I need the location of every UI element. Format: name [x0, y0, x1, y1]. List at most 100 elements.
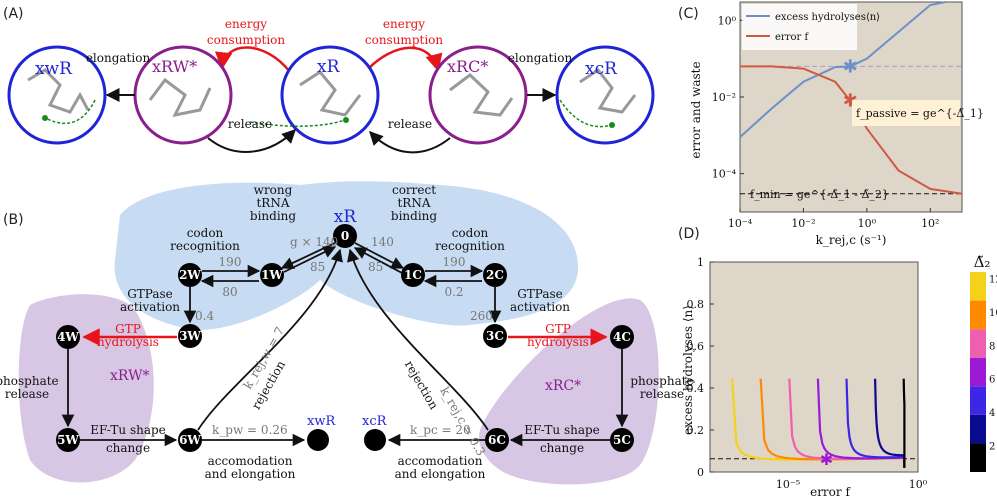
- phosphate-left-2: release: [5, 387, 49, 401]
- release-arrow-left: [207, 129, 296, 153]
- colorbar-segment: [970, 329, 986, 358]
- chart-c-xlabel: k_rej,c (s⁻¹): [816, 233, 887, 247]
- complex-c: xRC*: [545, 378, 581, 394]
- chart-c-ytick-label: 10⁰: [718, 14, 737, 27]
- node-1W: [260, 263, 284, 287]
- accom-left-1: accomodation: [208, 454, 293, 468]
- state-label-xwR: xwR: [35, 59, 73, 79]
- rejection-right: rejection: [402, 358, 441, 412]
- accom-right-1: accomodation: [398, 454, 483, 468]
- colorbar-tick: 10: [989, 308, 997, 319]
- chart-d-marker: ✱: [820, 450, 833, 469]
- energy-label-left-2: consumption: [207, 33, 286, 47]
- correct-3: binding: [391, 209, 437, 223]
- node-label-3C: 3C: [486, 329, 504, 343]
- elongation-label-left: elongation: [86, 51, 151, 65]
- panel-label-b: (B): [3, 212, 24, 228]
- chart-c-xtick-label: 10⁻²: [791, 217, 815, 230]
- energy-arrow-left: [215, 46, 291, 73]
- chart-d-xtick-label: 10⁻⁵: [776, 478, 800, 491]
- node-label-2W: 2W: [179, 268, 201, 282]
- chart-c-ytick-label: 10⁻⁴: [712, 168, 737, 181]
- node-label-4C: 4C: [613, 330, 631, 344]
- chart-d-ylabel: excess hydrolyses ⟨n⟩: [681, 305, 695, 435]
- energy-label-right-1: energy: [383, 17, 425, 31]
- phosphate-right-1: phosphate: [630, 374, 693, 388]
- product-label-c: xcR: [362, 414, 388, 429]
- ribosome-xRC: [428, 45, 528, 145]
- chart-c-series-0: [739, 1, 946, 138]
- shape-right-2: change: [540, 441, 584, 455]
- edge-group: [61, 242, 629, 447]
- purple-region-left: [18, 294, 154, 483]
- wrong-3: binding: [250, 209, 296, 223]
- chart-d-ytick-label: 0.8: [687, 298, 705, 311]
- chart-d-plotarea: [709, 261, 919, 473]
- node-6W: [178, 428, 202, 452]
- state-label-xcR: xcR: [585, 59, 618, 79]
- state-label-xRW: xRW*: [152, 57, 197, 76]
- panel-label-d: (D): [678, 226, 700, 242]
- node-0: [333, 224, 357, 248]
- energy-label-left-1: energy: [225, 17, 267, 31]
- chart-c-xtick-label: 10⁰: [858, 217, 877, 230]
- phosphate-left-1: phosphate: [0, 374, 59, 388]
- elongation-label-right: elongation: [508, 51, 573, 65]
- shape-right-1: EF-Tu shape: [524, 423, 600, 437]
- node-4C: [610, 325, 634, 349]
- node-label-0: 0: [341, 229, 349, 243]
- release-label-left: release: [228, 117, 272, 131]
- chart-d-series-6: [902, 378, 906, 468]
- colorbar-segment: [970, 300, 986, 330]
- chart-c-series-1: [740, 65, 963, 195]
- chart-d-ytick-label: 0.4: [687, 382, 705, 395]
- state-label-xR: xR: [317, 57, 341, 77]
- correct-1: correct: [392, 183, 436, 197]
- gtpase-left-1: GTPase: [127, 287, 173, 301]
- gtpase-left-2: activation: [120, 300, 180, 314]
- chart-c-marker-0: ✱: [843, 56, 858, 77]
- chart-c-legend-label-1: error f: [775, 32, 809, 43]
- chart-c-legend-label-0: excess hydrolyses⟨n⟩: [775, 12, 880, 23]
- rate-140: 140: [371, 235, 394, 249]
- rate-190c: 190: [443, 255, 466, 269]
- energy-label-right-2: consumption: [365, 33, 444, 47]
- colorbar-tick: 6: [989, 375, 995, 386]
- chart-c-legend: excess hydrolyses⟨n⟩ error f: [742, 4, 880, 50]
- gtp-right-2: hydrolysis: [527, 335, 589, 349]
- rate-190w: 190: [219, 255, 242, 269]
- rate-krejc: k_rej,c = 0.3: [437, 385, 488, 459]
- blue-region: [114, 181, 579, 330]
- colorbar-segment: [970, 357, 986, 387]
- node-label-2C: 2C: [486, 268, 504, 282]
- rate-85c: 85: [368, 260, 383, 274]
- rate-80: 80: [222, 285, 237, 299]
- chart-c-ytick-label: 10⁻²: [712, 91, 736, 104]
- annotation-fmin: f_min = ge^{-Δ̃_1 - Δ̃_2}: [750, 188, 889, 201]
- chart-c-ylabel: error and waste: [689, 61, 703, 158]
- node-label-6W: 6W: [179, 433, 201, 447]
- product-c: [364, 429, 386, 451]
- product-w: [307, 429, 329, 451]
- node-2W: [178, 263, 202, 287]
- colorbar-segment: [970, 272, 986, 301]
- gtpase-right-1: GTPase: [517, 287, 563, 301]
- ribosome-xwR: [7, 45, 107, 145]
- panel-label-c: (C): [678, 6, 699, 22]
- rate-260: 260: [470, 309, 493, 323]
- node-3C: [483, 324, 507, 348]
- release-arrow-right: [369, 130, 451, 154]
- gtp-right-1: GTP: [545, 322, 571, 336]
- gtp-left-1: GTP: [115, 322, 141, 336]
- node-label-1W: 1W: [261, 268, 283, 282]
- node-1C: [401, 263, 425, 287]
- b-top-r: xR: [334, 207, 358, 227]
- colorbar: 24681012: [970, 272, 997, 472]
- annotation-fpassive: f_passive = ge^{-Δ̃_1}: [856, 107, 984, 120]
- chart-d-ytick-label: 0: [697, 466, 704, 479]
- node-label-3W: 3W: [179, 329, 201, 343]
- chart-d-series-5: [874, 378, 906, 468]
- wrong-1: wrong: [254, 183, 293, 197]
